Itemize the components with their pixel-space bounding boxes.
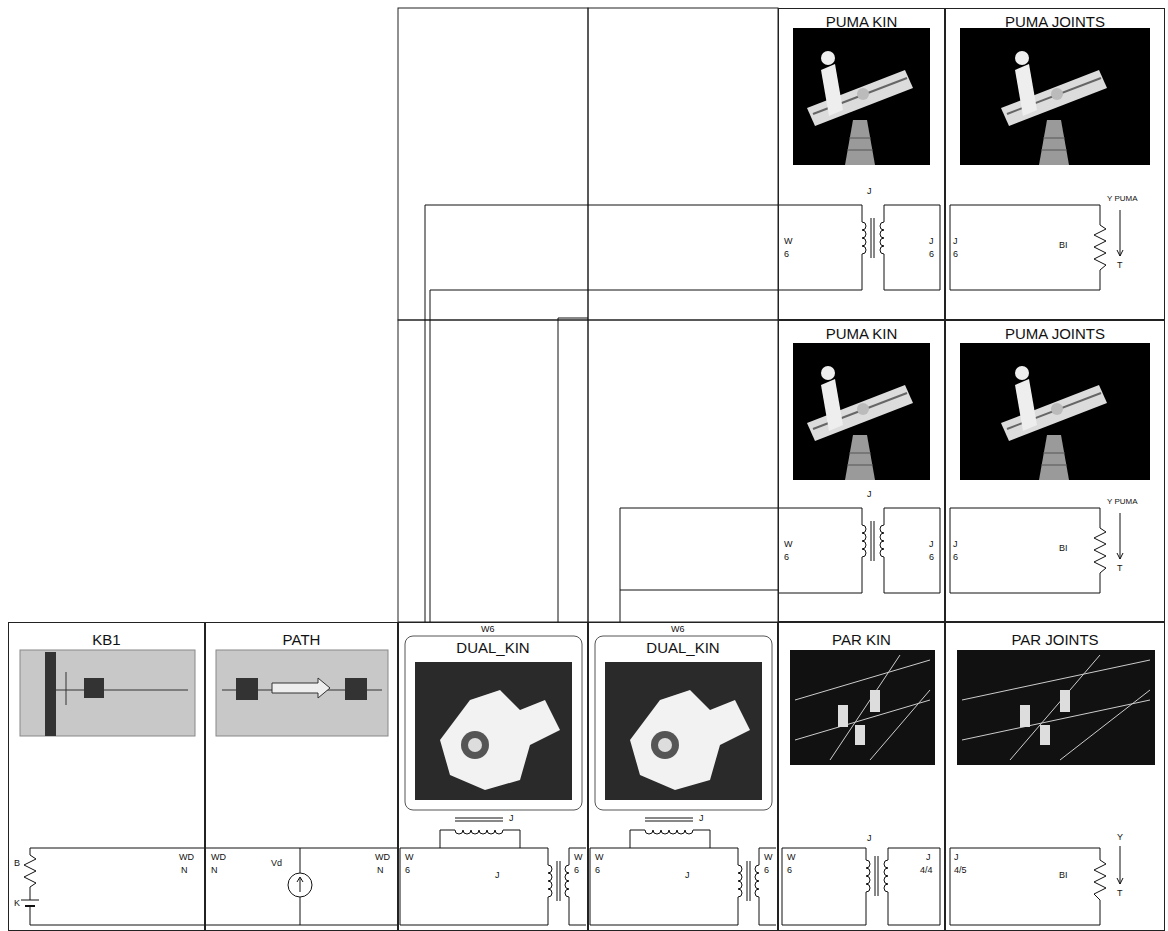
signal-label: W [594, 852, 605, 862]
signal-label: N [210, 865, 219, 875]
signal-label: BI [1058, 240, 1069, 250]
signal-label: 4/5 [953, 865, 968, 875]
module-cell: PUMA KIN [778, 320, 945, 622]
module-title: PUMA JOINTS [946, 13, 1164, 30]
signal-label: WD [374, 852, 391, 862]
signal-label: W [783, 539, 794, 549]
signal-label: 6 [783, 552, 790, 562]
signal-label: T [1116, 260, 1124, 270]
module-cell: DUAL_KIN [588, 622, 778, 931]
module-cell: PATH [205, 622, 398, 931]
module-title: PUMA KIN [779, 325, 944, 342]
signal-label: BI [1058, 870, 1069, 880]
signal-label: J [952, 236, 959, 246]
signal-label: T [1116, 888, 1124, 898]
signal-label: J [866, 186, 873, 196]
signal-label: W6 [480, 624, 496, 634]
signal-label: J [866, 833, 873, 843]
module-title: DUAL_KIN [589, 639, 777, 656]
module-cell: DUAL_KIN [398, 622, 588, 931]
wire-connector [425, 205, 778, 622]
module-cell: PUMA KIN [778, 8, 945, 320]
signal-label: WD [210, 852, 227, 862]
signal-label: 6 [786, 865, 793, 875]
signal-label: B [13, 858, 21, 868]
signal-label: 6 [594, 865, 601, 875]
signal-label: J [684, 870, 691, 880]
signal-label: J [928, 236, 935, 246]
signal-label: W [573, 852, 584, 862]
module-title: PUMA KIN [779, 13, 944, 30]
signal-label: 6 [783, 249, 790, 259]
module-title: PAR KIN [779, 631, 944, 648]
signal-label: 6 [404, 865, 411, 875]
signal-label: 6 [952, 249, 959, 259]
module-cell: PUMA JOINTS [945, 8, 1165, 320]
signal-label: N [376, 865, 385, 875]
signal-label: WD [178, 852, 195, 862]
signal-label: 6 [952, 552, 959, 562]
signal-label: J [508, 813, 515, 823]
signal-label: Y PUMA [1106, 194, 1139, 204]
signal-label: W6 [670, 624, 686, 634]
module-title: KB1 [9, 631, 204, 648]
signal-label: 6 [763, 865, 770, 875]
signal-label: Y PUMA [1106, 497, 1139, 507]
module-cell: PAR JOINTS [945, 622, 1165, 931]
signal-label: T [1116, 563, 1124, 573]
signal-label: J [953, 852, 960, 862]
signal-label: J [928, 539, 935, 549]
signal-label: J [952, 539, 959, 549]
module-title: PAR JOINTS [946, 631, 1164, 648]
signal-label: K [13, 898, 21, 908]
signal-label: W [783, 236, 794, 246]
module-cell: PAR KIN [778, 622, 945, 931]
module-title: PATH [206, 631, 397, 648]
signal-label: J [866, 489, 873, 499]
signal-label: Y [1116, 832, 1124, 842]
signal-label: 6 [928, 552, 935, 562]
module-title: PUMA JOINTS [946, 325, 1164, 342]
signal-label: J [925, 852, 932, 862]
signal-label: N [180, 865, 189, 875]
signal-label: J [698, 813, 705, 823]
signal-label: Vd [270, 858, 283, 868]
module-cell: PUMA JOINTS [945, 320, 1165, 622]
signal-label: BI [1058, 543, 1069, 553]
signal-label: 6 [928, 249, 935, 259]
wire-connector [620, 590, 778, 622]
signal-label: W [763, 852, 774, 862]
signal-label: W [786, 852, 797, 862]
signal-label: W [404, 852, 415, 862]
signal-label: J [494, 870, 501, 880]
module-cell: KB1 [8, 622, 205, 931]
signal-label: 4/4 [919, 865, 934, 875]
module-title: DUAL_KIN [399, 639, 587, 656]
signal-label: 6 [573, 865, 580, 875]
